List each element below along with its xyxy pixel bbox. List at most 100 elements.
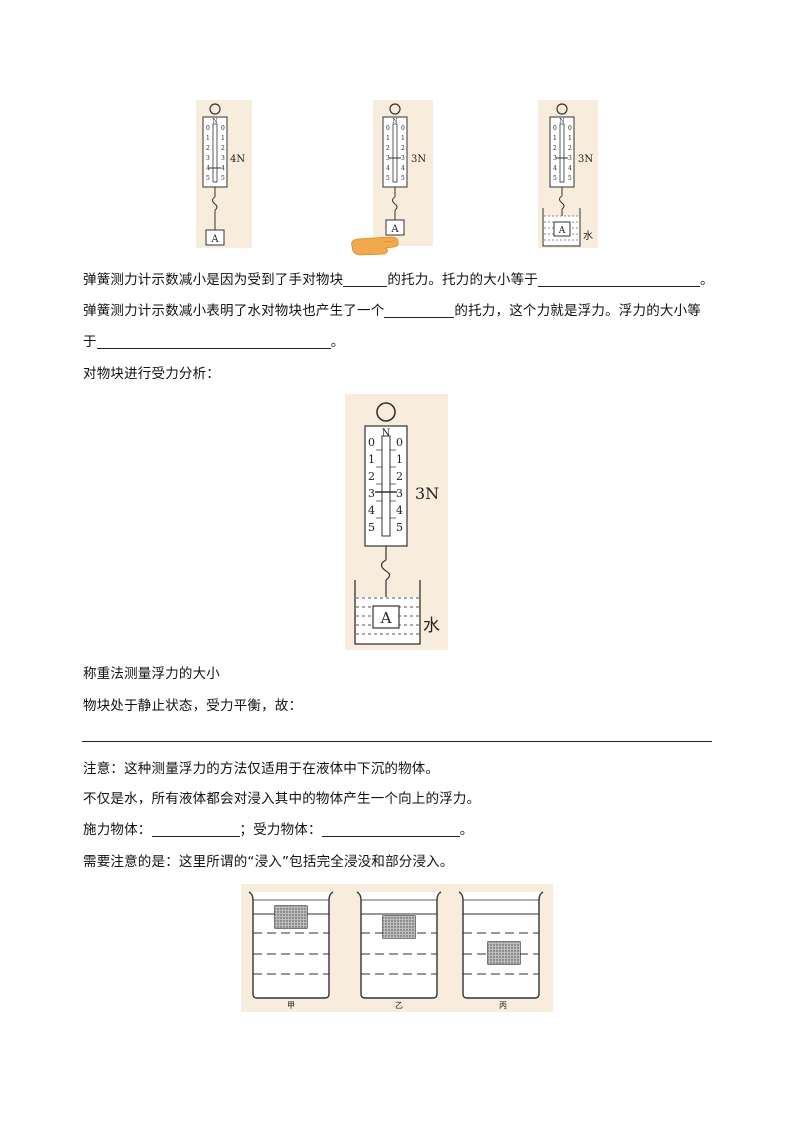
text-segment: ；受力物体： xyxy=(239,822,322,838)
blank-field[interactable] xyxy=(321,822,460,837)
liquid-label: 水 xyxy=(583,230,593,242)
tick-label: 2 xyxy=(396,470,403,483)
text-line-4: 对物块进行受力分析： xyxy=(83,366,220,382)
tick-label: 5 xyxy=(221,175,225,182)
scale-reading: 4N xyxy=(230,154,245,165)
beaker-label: 甲 xyxy=(287,1001,295,1010)
text-segment: 弹簧测力计示数减小是因为受到了手对物块 xyxy=(83,272,344,288)
tick-label: 4 xyxy=(206,165,210,172)
tick-label: 0 xyxy=(396,436,403,449)
beaker-yi: 乙 xyxy=(356,891,442,1010)
scale-unit-label: N xyxy=(212,118,217,125)
tick-label: 5 xyxy=(568,175,572,182)
tick-label: 1 xyxy=(401,135,405,142)
scale-unit-label: N xyxy=(382,428,391,439)
tick-label: 4 xyxy=(221,165,225,172)
blank-field[interactable] xyxy=(538,272,701,287)
tick-label: 3 xyxy=(368,487,375,500)
text-segment: 于 xyxy=(83,334,97,350)
tick-label: 0 xyxy=(568,125,572,132)
text-line-8: 不仅是水，所有液体都会对浸入其中的物体产生一个向上的浮力。 xyxy=(83,791,481,807)
tick-label: 2 xyxy=(221,145,225,152)
tick-label: 0 xyxy=(401,125,405,132)
tick-label: 2 xyxy=(386,145,390,152)
text-line-10: 需要注意的是：这里所谓的“浸入”包括完全浸没和部分浸入。 xyxy=(83,854,454,870)
tick-label: 1 xyxy=(386,135,390,142)
tick-label: 3 xyxy=(206,155,210,162)
scale-unit-label: N xyxy=(392,118,397,125)
tick-label: 1 xyxy=(206,135,210,142)
text-segment: 的托力。托力的大小等于 xyxy=(387,272,539,288)
text-line-5: 称重法测量浮力的大小 xyxy=(83,666,220,682)
tick-label: 5 xyxy=(396,521,403,534)
tick-label: 5 xyxy=(368,521,375,534)
tick-label: 0 xyxy=(221,125,225,132)
blank-field[interactable] xyxy=(151,822,240,837)
scale-reading: 3N xyxy=(578,154,593,165)
tick-label: 2 xyxy=(206,145,210,152)
spring-scale-water-figure: N 0 0 1 1 2 2 3 3 4 4 5 5 3N xyxy=(345,394,448,650)
tick-label: 4 xyxy=(553,165,557,172)
text-segment: 。 xyxy=(700,272,714,288)
blank-field[interactable] xyxy=(96,334,331,349)
answer-line[interactable] xyxy=(82,741,712,742)
text-segment: 施力物体： xyxy=(83,822,152,838)
block-label: A xyxy=(558,226,566,236)
tick-label: 4 xyxy=(401,165,405,172)
scale-unit-label: N xyxy=(559,118,564,125)
text-line-9: 施力物体： ；受力物体： 。 xyxy=(83,821,473,839)
block-label: A xyxy=(210,234,219,245)
text-segment: 。 xyxy=(459,822,474,838)
text-line-6: 物块处于静止状态，受力平衡，故： xyxy=(83,698,303,714)
tick-label: 1 xyxy=(221,135,225,142)
beakers-figure: 甲 乙 xyxy=(241,884,553,1012)
blank-field[interactable] xyxy=(384,303,455,318)
tick-label: 4 xyxy=(368,504,375,517)
text-line-2: 弹簧测力计示数减小表明了水对物块也产生了一个的托力，这个力就是浮力。浮力的大小等 xyxy=(83,302,701,320)
tick-label: 2 xyxy=(368,470,375,483)
tick-label: 0 xyxy=(368,436,375,449)
text-line-7: 注意：这种测量浮力的方法仅适用于在液体中下沉的物体。 xyxy=(83,761,440,777)
tick-label: 5 xyxy=(386,175,390,182)
tick-label: 1 xyxy=(568,135,572,142)
tick-label: 4 xyxy=(568,165,572,172)
text-segment: 。 xyxy=(330,334,345,350)
tick-label: 4 xyxy=(396,504,403,517)
block-label: A xyxy=(390,224,399,235)
tick-label: 5 xyxy=(553,175,557,182)
text-line-3: 于。 xyxy=(83,333,344,351)
tick-label: 3 xyxy=(553,155,557,162)
tick-label: 5 xyxy=(401,175,405,182)
hand-icon xyxy=(351,236,399,256)
blank-field[interactable] xyxy=(343,272,388,287)
liquid-label: 水 xyxy=(423,616,440,636)
beaker-bing: 丙 xyxy=(458,891,544,1010)
text-line-1: 弹簧测力计示数减小是因为受到了手对物块 的托力。托力的大小等于 。 xyxy=(83,271,714,289)
tick-label: 3 xyxy=(221,155,225,162)
scale-reading: 3N xyxy=(415,484,439,503)
tick-label: 1 xyxy=(368,453,375,466)
spring-scale-figure-1: N 0 0 1 1 2 2 3 3 4 4 5 5 4N A xyxy=(196,100,252,248)
tick-label: 3 xyxy=(401,155,405,162)
beaker-label: 乙 xyxy=(395,1001,403,1010)
tick-label: 5 xyxy=(206,175,210,182)
text-segment: 的托力，这个力就是浮力。浮力的大小等 xyxy=(454,303,702,319)
tick-label: 1 xyxy=(396,453,403,466)
tick-label: 0 xyxy=(386,125,390,132)
tick-label: 3 xyxy=(396,487,403,500)
tick-label: 1 xyxy=(553,135,557,142)
tick-label: 0 xyxy=(206,125,210,132)
tick-label: 3 xyxy=(386,155,390,162)
tick-label: 2 xyxy=(401,145,405,152)
beaker-label: 丙 xyxy=(499,1001,507,1010)
spring-scale-figure-2: N 0 0 1 1 2 2 3 3 4 4 5 5 3N A xyxy=(373,100,433,246)
tick-label: 2 xyxy=(553,145,557,152)
tick-label: 0 xyxy=(553,125,557,132)
tick-label: 2 xyxy=(568,145,572,152)
tick-label: 4 xyxy=(386,165,390,172)
block-label: A xyxy=(380,609,392,627)
beaker-jia: 甲 xyxy=(248,891,334,1010)
scale-reading: 3N xyxy=(411,154,426,165)
